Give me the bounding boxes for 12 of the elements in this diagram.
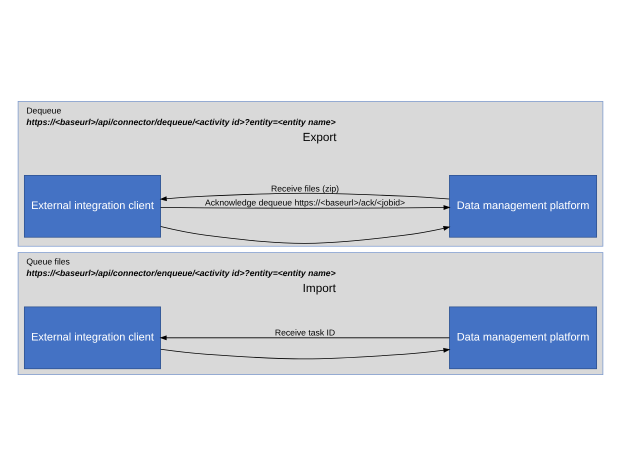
edge-label: Receive task ID <box>274 326 336 337</box>
edge-label: Receive files (zip) <box>271 182 339 193</box>
node-box: Data management platform <box>449 306 598 369</box>
node-box: Data management platform <box>449 174 598 238</box>
arrow <box>160 225 450 244</box>
arrow <box>160 334 450 340</box>
arrow <box>160 192 450 201</box>
arrow <box>160 204 451 210</box>
edge-label: Acknowledge dequeue https://<baseurl>/ack/<jobid> <box>204 196 406 207</box>
node-box: External integration client <box>24 306 161 369</box>
node-box: External integration client <box>24 174 161 238</box>
arrow <box>160 347 450 359</box>
